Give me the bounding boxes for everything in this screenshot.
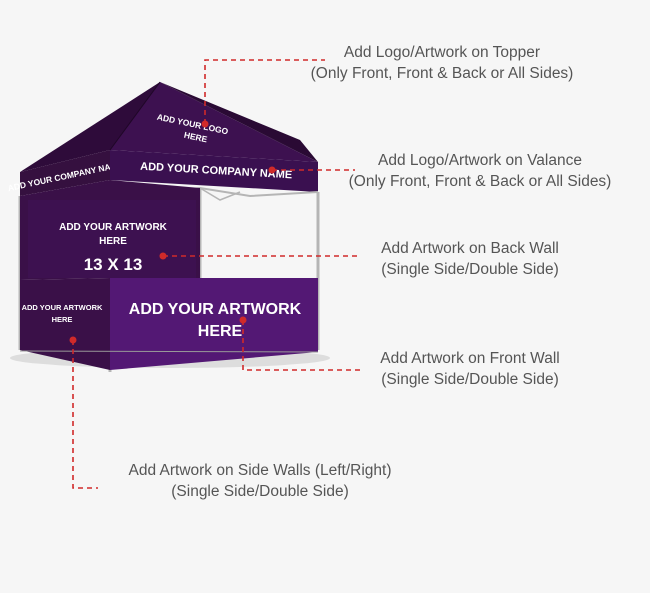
side-wall-text-line1: ADD YOUR ARTWORK	[22, 303, 103, 312]
callout-topper: Add Logo/Artwork on Topper (Only Front, …	[262, 42, 622, 84]
dot-valance	[268, 166, 276, 174]
callout-side-walls: Add Artwork on Side Walls (Left/Right) (…	[80, 460, 440, 502]
dot-side-walls	[69, 336, 77, 344]
topper-logo-line2: HERE	[183, 130, 209, 145]
callout-front-wall-title: Add Artwork on Front Wall	[380, 350, 560, 367]
dot-topper	[201, 120, 209, 128]
side-wall-text-line2: HERE	[52, 315, 73, 324]
canopy-topper: ADD YOUR LOGO HERE	[20, 81, 318, 172]
callout-topper-options: (Only Front, Front & Back or All Sides)	[310, 65, 574, 82]
leader-topper	[204, 59, 325, 124]
callout-side-walls-options: (Single Side/Double Side)	[171, 483, 349, 500]
callout-back-wall-title: Add Artwork on Back Wall	[381, 240, 559, 257]
leader-dots	[69, 120, 276, 344]
callout-valance-title: Add Logo/Artwork on Valance	[378, 152, 582, 169]
callout-valance-options: (Only Front, Front & Back or All Sides)	[348, 173, 612, 190]
front-wall-text-line1: ADD YOUR ARTWORK	[129, 301, 302, 318]
dot-front-wall	[239, 316, 247, 324]
callout-front-wall: Add Artwork on Front Wall (Single Side/D…	[290, 348, 650, 390]
leader-side-walls	[72, 340, 98, 489]
back-wall-size: 13 X 13	[84, 255, 143, 274]
leader-lines	[72, 59, 362, 489]
back-wall-text-line1: ADD YOUR ARTWORK	[59, 222, 168, 233]
dot-back-wall	[159, 252, 167, 260]
leader-front-wall	[242, 320, 362, 371]
tent-feet	[19, 350, 319, 353]
callout-front-wall-options: (Single Side/Double Side)	[381, 371, 559, 388]
callout-back-wall: Add Artwork on Back Wall (Single Side/Do…	[290, 238, 650, 280]
callout-back-wall-options: (Single Side/Double Side)	[381, 261, 559, 278]
callout-topper-title: Add Logo/Artwork on Topper	[343, 44, 541, 61]
back-wall: ADD YOUR ARTWORK HERE 13 X 13	[20, 180, 200, 280]
front-wall: ADD YOUR ARTWORK HERE	[110, 278, 318, 370]
front-wall-text-line2: HERE	[198, 323, 243, 340]
callout-valance: Add Logo/Artwork on Valance (Only Front,…	[300, 150, 650, 192]
back-wall-text-line2: HERE	[99, 236, 127, 247]
valance-front: ADD YOUR COMPANY NAME	[110, 150, 318, 192]
callout-side-walls-title: Add Artwork on Side Walls (Left/Right)	[128, 462, 392, 479]
side-wall: ADD YOUR ARTWORK HERE	[20, 278, 110, 370]
